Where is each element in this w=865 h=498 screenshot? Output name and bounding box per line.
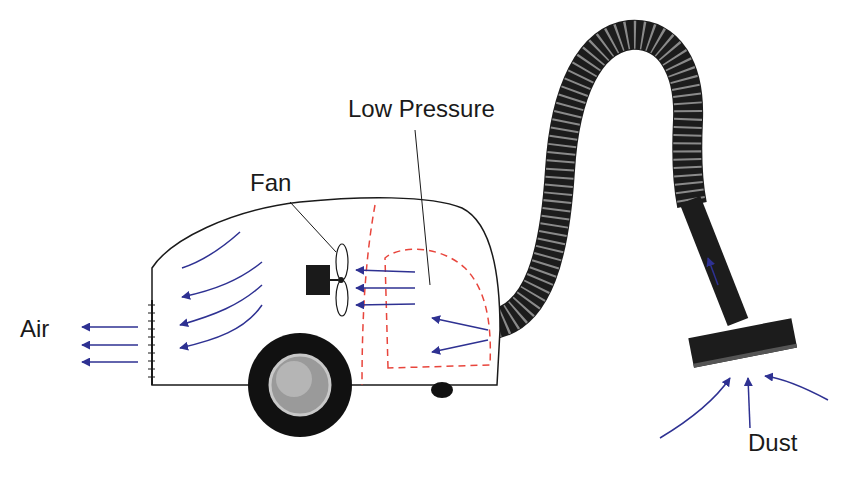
fan-blade [336, 244, 348, 280]
exhaust-arrows [82, 327, 138, 362]
leader-line [415, 130, 430, 285]
fan-motor [306, 265, 330, 295]
hose [488, 35, 692, 325]
nozzle [688, 318, 797, 367]
part-label: Dust [748, 430, 797, 456]
chamber-wall [362, 205, 375, 385]
hose-ribs [488, 35, 692, 325]
part-label: Fan [250, 170, 291, 196]
front-caster [431, 382, 453, 398]
fan-blade [336, 280, 348, 316]
flow-arrow [708, 258, 718, 285]
dust-arrow [660, 378, 730, 438]
leader-line [290, 202, 336, 252]
part-label: Low Pressure [348, 96, 495, 122]
part-label: Air [20, 316, 49, 342]
flow-arrows [180, 232, 488, 352]
rear-wheel [248, 333, 352, 437]
dust-arrow [765, 376, 828, 400]
low-pressure-region [385, 249, 490, 368]
grill-ticks [148, 305, 155, 377]
dust-arrow [748, 378, 750, 428]
wand-tube [690, 200, 738, 322]
